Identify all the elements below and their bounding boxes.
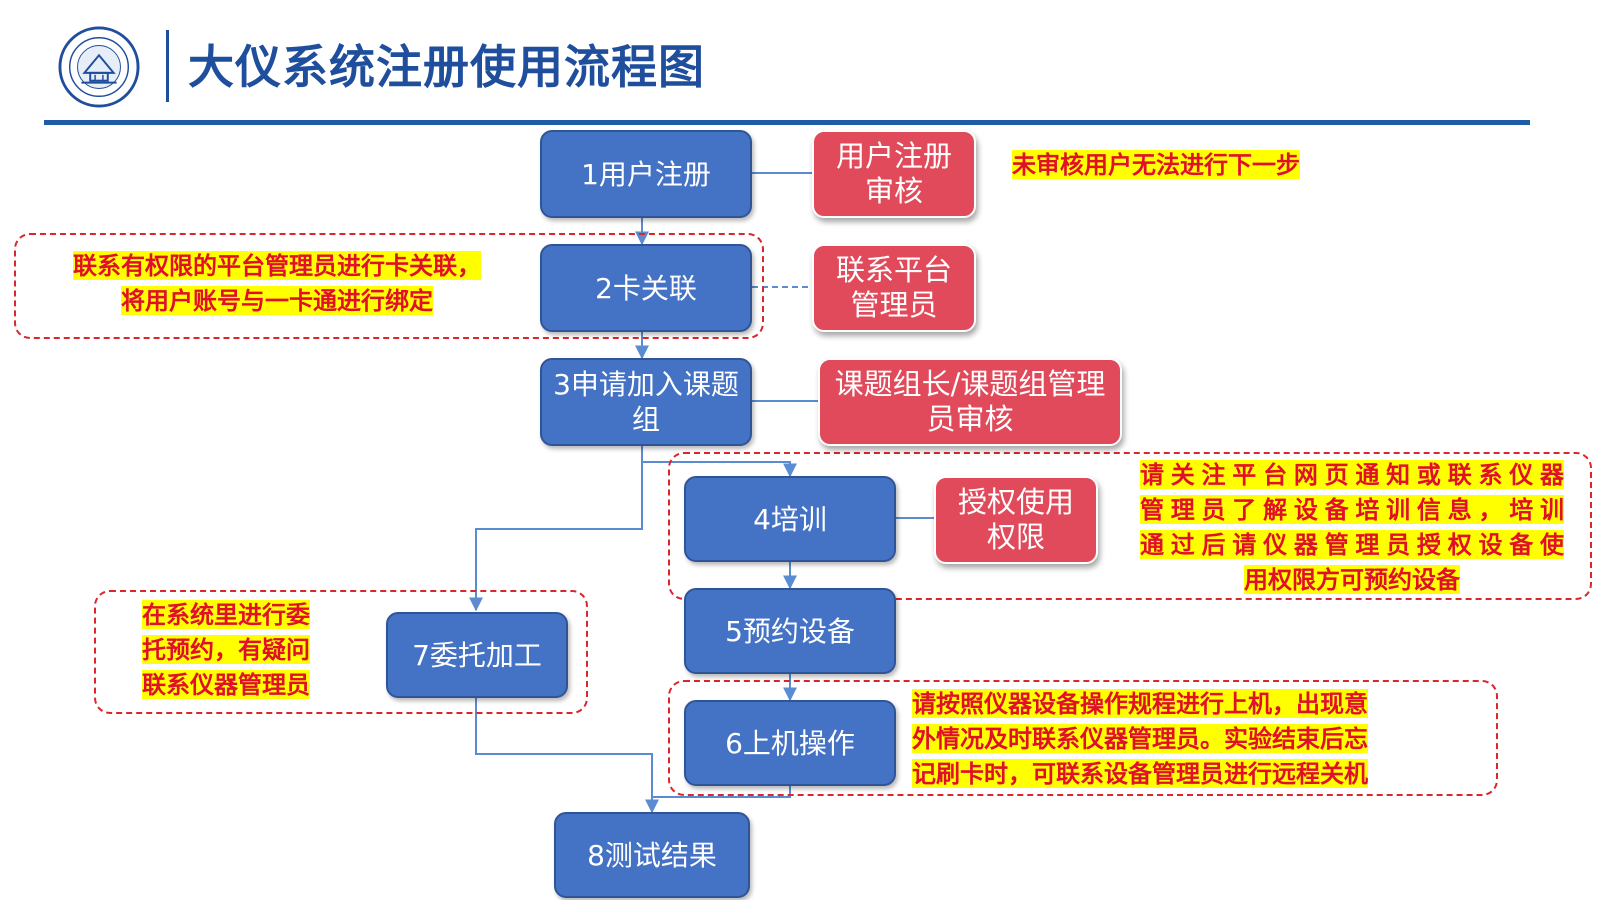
note-operate-line: 请按照仪器设备操作规程进行上机，出现意: [912, 689, 1368, 718]
note-entrust: 在系统里进行委 托预约，有疑问 联系仪器管理员: [142, 597, 372, 702]
note-review-text: 未审核用户无法进行下一步: [1012, 150, 1300, 179]
step-entrust[interactable]: 7委托加工: [386, 612, 568, 698]
step-training[interactable]: 4培训: [684, 476, 896, 562]
step-user-register[interactable]: 1用户注册: [540, 130, 752, 218]
note-group-operate: [668, 680, 1498, 796]
note-operate-line: 外情况及时联系仪器管理员。实验结束后忘: [912, 724, 1368, 753]
note-card-line: 联系有权限的平台管理员进行卡关联，: [73, 251, 481, 280]
step-card-link[interactable]: 2卡关联: [540, 244, 752, 332]
connector-group-entrust: [469, 462, 643, 612]
aux-group-approval: 课题组长/课题组管理员审核: [818, 358, 1122, 446]
step-operate[interactable]: 6上机操作: [684, 700, 896, 786]
note-operate-line: 记刷卡时，可联系设备管理员进行远程关机: [912, 759, 1368, 788]
step-reserve-device[interactable]: 5预约设备: [684, 588, 896, 674]
note-group-training: [668, 452, 1592, 600]
note-entrust-line: 联系仪器管理员: [142, 670, 310, 699]
connector-entrust-result: [475, 698, 659, 814]
note-training-line: 通过后请仪器管理员授权设备使: [1140, 530, 1564, 559]
note-operate: 请按照仪器设备操作规程进行上机，出现意 外情况及时联系仪器管理员。实验结束后忘 …: [912, 686, 1492, 791]
note-card-line: 将用户账号与一卡通进行绑定: [121, 286, 433, 315]
aux-register-review: 用户注册审核: [812, 130, 976, 218]
note-review: 未审核用户无法进行下一步: [1012, 147, 1300, 182]
note-training-line: 用权限方可预约设备: [1244, 565, 1460, 594]
note-group-card: [14, 233, 764, 339]
step-test-result[interactable]: 8测试结果: [554, 812, 750, 898]
note-training-line: 管理员了解设备培训信息，培训: [1140, 495, 1564, 524]
note-group-entrust: [94, 590, 588, 714]
note-training-line: 请关注平台网页通知或联系仪器: [1140, 460, 1564, 489]
aux-contact-admin: 联系平台管理员: [812, 244, 976, 332]
aux-authorize-permission: 授权使用权限: [934, 476, 1098, 564]
note-card: 联系有权限的平台管理员进行卡关联， 将用户账号与一卡通进行绑定: [22, 248, 532, 318]
note-entrust-line: 托预约，有疑问: [142, 635, 310, 664]
connector-group-training: [641, 446, 797, 478]
note-training: 请关注平台网页通知或联系仪器 管理员了解设备培训信息，培训 通过后请仪器管理员授…: [1140, 457, 1564, 597]
university-seal-icon: [58, 26, 140, 108]
title-divider: [166, 30, 169, 102]
step-join-group[interactable]: 3申请加入课题组: [540, 358, 752, 446]
connector-operate-result: [652, 786, 791, 798]
page-title: 大仪系统注册使用流程图: [188, 40, 705, 94]
header-rule: [44, 120, 1530, 125]
note-entrust-line: 在系统里进行委: [142, 600, 310, 629]
